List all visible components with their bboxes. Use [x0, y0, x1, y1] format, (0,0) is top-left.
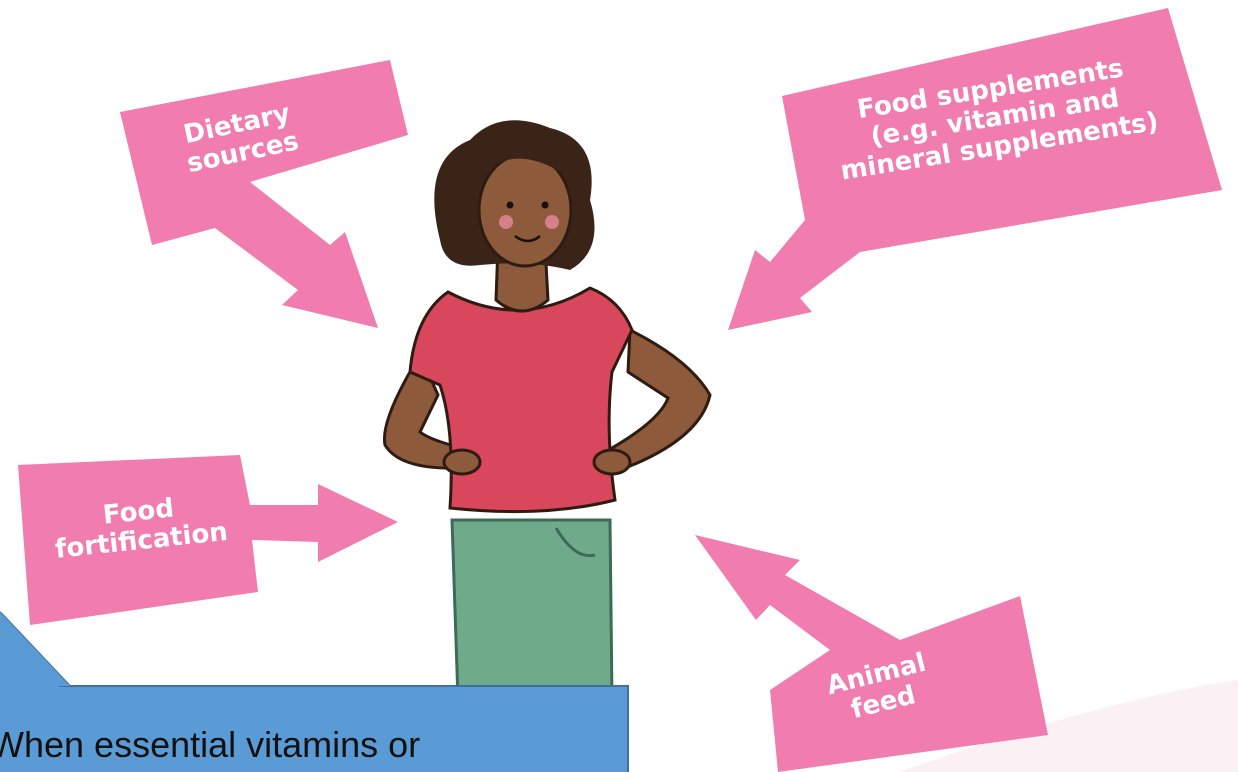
callout-text: When essential vitamins or — [0, 724, 628, 772]
woman-illustration — [384, 120, 710, 700]
face — [479, 154, 571, 266]
right-arm — [612, 330, 710, 470]
dietary-sources-arrow — [120, 60, 408, 328]
animal-feed-arrow — [695, 535, 1048, 772]
pants — [452, 520, 612, 700]
shirt — [410, 288, 632, 512]
